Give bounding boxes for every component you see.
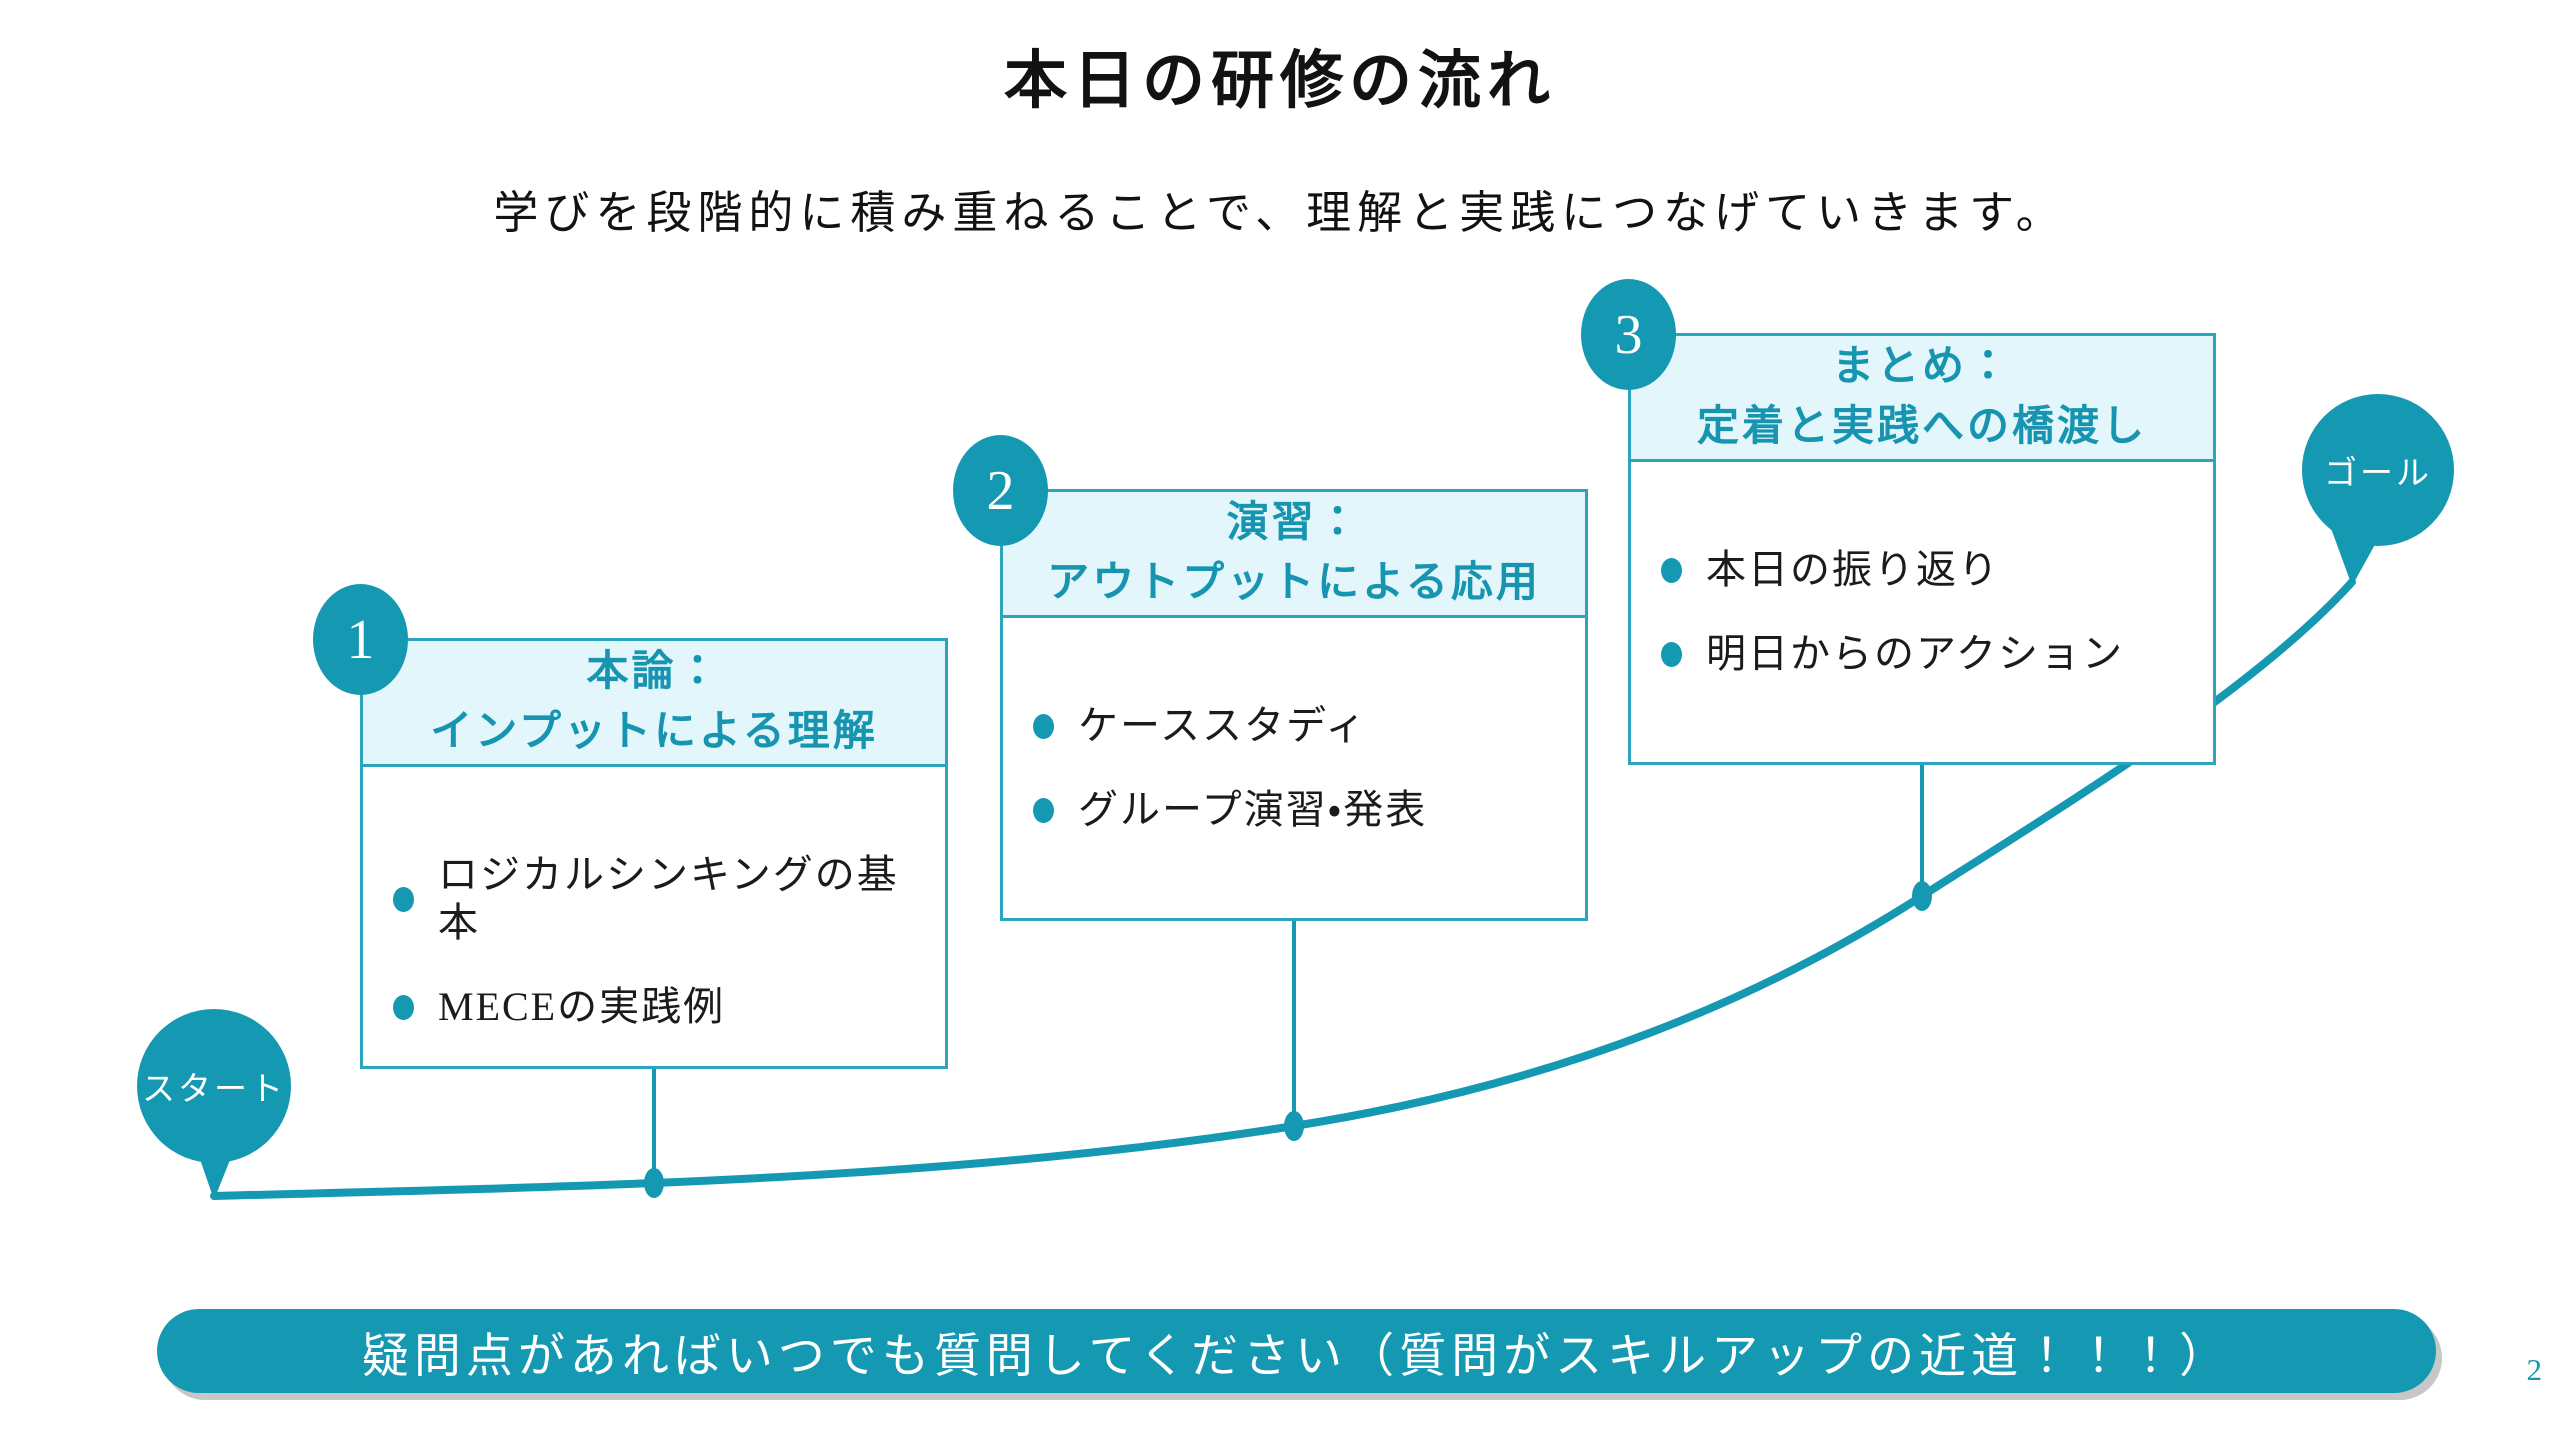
step-box-2: 2 演習： アウトプットによる応用 ケーススタディ グループ演習・発表 xyxy=(953,435,1588,921)
step1-milestone-dot xyxy=(644,1168,664,1198)
question-banner: 疑問点があればいつでも質問してください（質問がスキルアップの近道！！！） xyxy=(157,1309,2436,1393)
step-3-header: まとめ： 定着と実践への橋渡し xyxy=(1631,336,2213,462)
start-balloon: スタート xyxy=(137,1009,291,1163)
step-3-bullet-1: 本日の振り返り xyxy=(1706,547,2000,592)
list-item: ケーススタディ xyxy=(1033,702,1557,750)
list-item: グループ演習・発表 xyxy=(1033,786,1557,834)
step-2-title-line1: 演習： xyxy=(1226,499,1362,546)
start-balloon-label: スタート xyxy=(142,1072,286,1108)
bullet-icon xyxy=(1661,557,1682,583)
step-1-number-badge: 1 xyxy=(313,584,408,695)
step-2-bullet-2: グループ演習・発表 xyxy=(1078,787,1428,832)
list-item: 明日からのアクション xyxy=(1661,630,2185,678)
step-2-body: ケーススタディ グループ演習・発表 xyxy=(1003,618,1585,834)
step-1-bullet-1: ロジカルシンキングの基本 xyxy=(438,852,899,945)
step-2-bullet-1: ケーススタディ xyxy=(1078,703,1368,748)
bullet-icon xyxy=(393,886,414,912)
bullet-icon xyxy=(1033,713,1054,739)
step-2-header: 演習： アウトプットによる応用 xyxy=(1003,492,1585,618)
bullet-icon xyxy=(393,994,414,1020)
step-3-title-line1: まとめ： xyxy=(1831,343,2012,390)
bullet-icon xyxy=(1661,641,1682,667)
step-3-number-badge: 3 xyxy=(1581,279,1676,390)
bullet-icon xyxy=(1033,797,1054,823)
step3-milestone-dot xyxy=(1912,881,1932,911)
step-3-number: 3 xyxy=(1614,303,1643,366)
step-1-header: 本論： インプットによる理解 xyxy=(363,641,945,767)
step-1-body: ロジカルシンキングの基本 MECEの実践例 xyxy=(363,767,945,1031)
goal-balloon-label: ゴール xyxy=(2324,456,2432,492)
list-item: MECEの実践例 xyxy=(393,983,917,1031)
step-1-bullet-2: MECEの実践例 xyxy=(438,984,726,1029)
step-1-number: 1 xyxy=(346,608,375,671)
step-3-title-line2: 定着と実践への橋渡し xyxy=(1696,403,2147,450)
slide-title: 本日の研修の流れ xyxy=(1004,46,1556,116)
step-2-title-line2: アウトプットによる応用 xyxy=(1047,559,1541,606)
question-banner-text: 疑問点があればいつでも質問してください（質問がスキルアップの近道！！！） xyxy=(361,1330,2232,1383)
page-number: 2 xyxy=(2526,1352,2543,1387)
goal-balloon: ゴール xyxy=(2302,394,2454,546)
step-2-number: 2 xyxy=(986,459,1015,522)
step2-milestone-dot xyxy=(1284,1111,1304,1141)
growth-curve xyxy=(210,578,2356,1200)
slide-subtitle: 学びを段階的に積み重ねることで、理解と実践につなげていきます。 xyxy=(493,188,2067,238)
step-3-bullet-2: 明日からのアクション xyxy=(1706,631,2124,676)
list-item: ロジカルシンキングの基本 xyxy=(393,851,917,947)
step-1-title-line2: インプットによる理解 xyxy=(430,708,878,755)
step-box-1: 1 本論： インプットによる理解 ロジカルシンキングの基本 MECEの実践例 xyxy=(313,584,948,1069)
step-1-title-line1: 本論： xyxy=(586,648,722,695)
step-box-3: 3 まとめ： 定着と実践への橋渡し 本日の振り返り 明日からのアクション xyxy=(1581,279,2216,765)
step-2-number-badge: 2 xyxy=(953,435,1048,546)
step-3-body: 本日の振り返り 明日からのアクション xyxy=(1631,462,2213,678)
list-item: 本日の振り返り xyxy=(1661,546,2185,594)
